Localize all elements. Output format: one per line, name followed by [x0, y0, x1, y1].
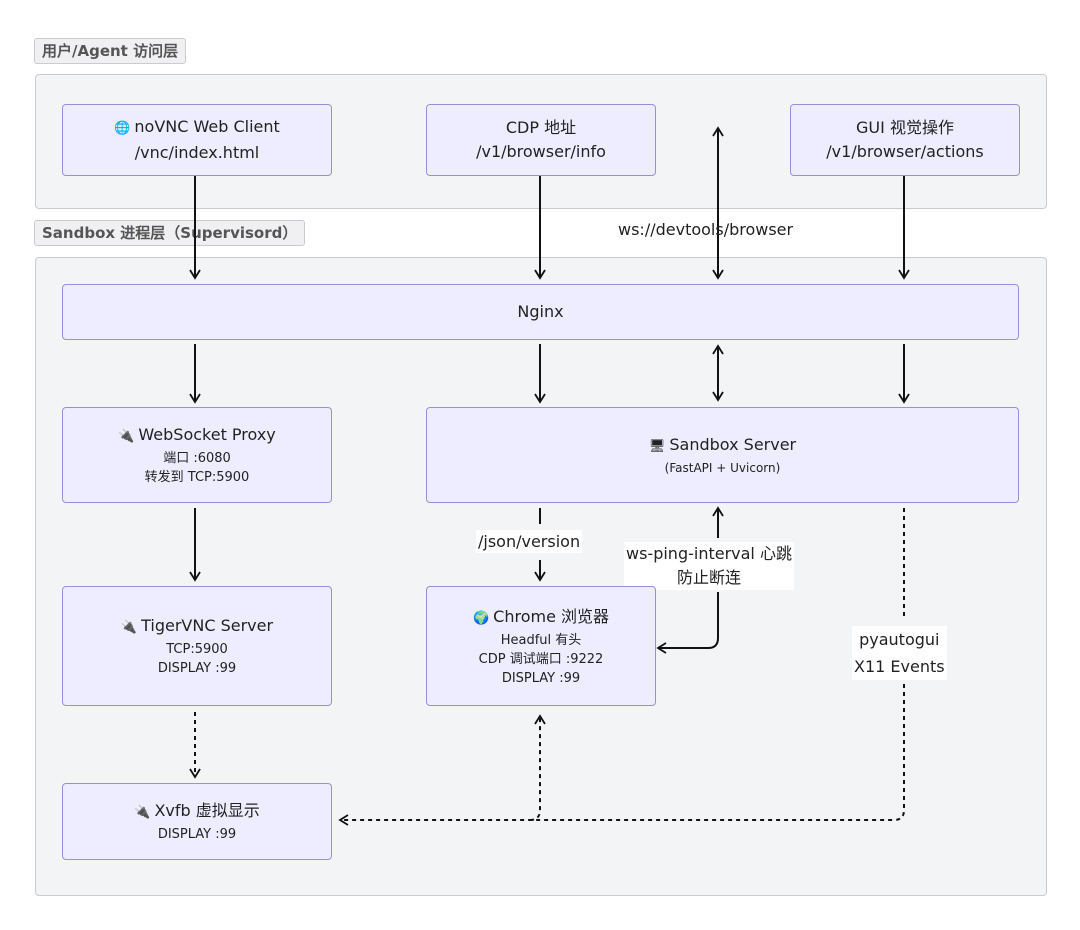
heartbeat-label: ws-ping-interval 心跳 防止断连 [624, 542, 794, 590]
plug-icon: 🔌 [120, 620, 138, 635]
novnc-client-node: 🌐noVNC Web Client /vnc/index.html [62, 104, 332, 176]
xvfb-display-node: 🔌Xvfb 虚拟显示 DISPLAY :99 [62, 783, 332, 860]
pyautogui-label: pyautogui X11 Events [852, 626, 947, 680]
gui-actions-node: GUI 视觉操作 /v1/browser/actions [790, 104, 1020, 176]
ws-devtools-label: ws://devtools/browser [618, 220, 794, 239]
sandbox-layer-label: Sandbox 进程层（Supervisord） [34, 220, 306, 246]
websocket-proxy-node: 🔌WebSocket Proxy 端口 :6080 转发到 TCP:5900 [62, 407, 332, 503]
json-version-label: /json/version [476, 530, 583, 553]
earth-icon: 🌍 [472, 610, 490, 626]
nginx-node: Nginx [62, 284, 1019, 340]
plug-icon: 🔌 [118, 429, 135, 444]
edge-pyautogui-xvfb [340, 508, 905, 820]
cdp-address-node: CDP 地址 /v1/browser/info [426, 104, 656, 176]
access-layer-label: 用户/Agent 访问层 [34, 38, 187, 64]
edge-xvfb-chrome [529, 714, 546, 821]
globe-icon: 🌐 [114, 121, 131, 136]
monitor-icon: 🖥 [648, 439, 666, 454]
sandbox-server-node: 🖥Sandbox Server (FastAPI + Uvicorn) [426, 407, 1019, 503]
plug-icon: 🔌 [134, 805, 151, 820]
tigervnc-server-node: 🔌TigerVNC Server TCP:5900 DISPLAY :99 [62, 586, 332, 706]
chrome-browser-node: 🌍Chrome 浏览器 Headful 有头 CDP 调试端口 :9222 DI… [426, 586, 656, 706]
edge-chrome-sandbox-heartbeat [658, 592, 719, 649]
